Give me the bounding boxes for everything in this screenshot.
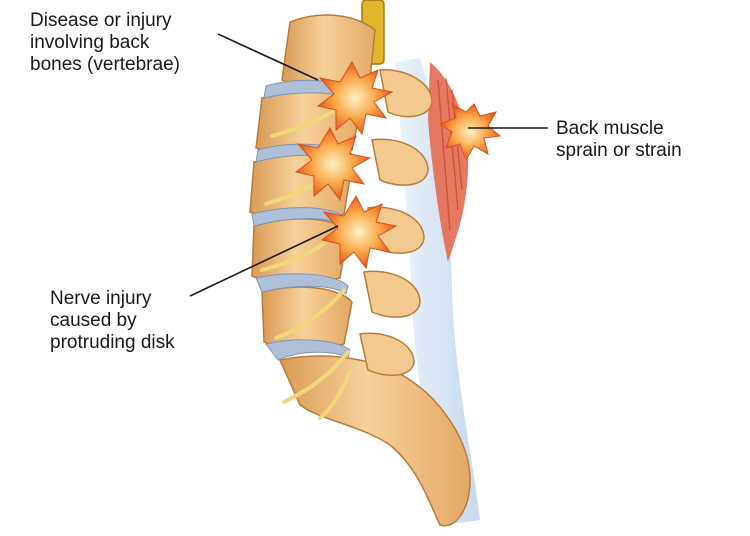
label-line: Back muscle	[556, 118, 664, 139]
label-line: bones (vertebrae)	[30, 54, 180, 75]
injury-starburst	[294, 60, 502, 270]
label-line: Disease or injury	[30, 10, 172, 31]
label-muscle-strain: Back muscle sprain or strain	[556, 118, 682, 162]
label-line: Nerve injury	[50, 288, 152, 309]
label-line: caused by	[50, 310, 137, 331]
label-vertebrae-injury: Disease or injury involving back bones (…	[30, 10, 180, 76]
leader-line-nerve	[189, 225, 339, 297]
label-line: involving back	[30, 32, 150, 53]
label-line: sprain or strain	[556, 140, 682, 161]
label-line: protruding disk	[50, 332, 175, 353]
spinous-processes	[359, 69, 433, 376]
label-nerve-injury: Nerve injury caused by protruding disk	[50, 288, 175, 354]
leader-line-vertebrae	[217, 33, 319, 81]
